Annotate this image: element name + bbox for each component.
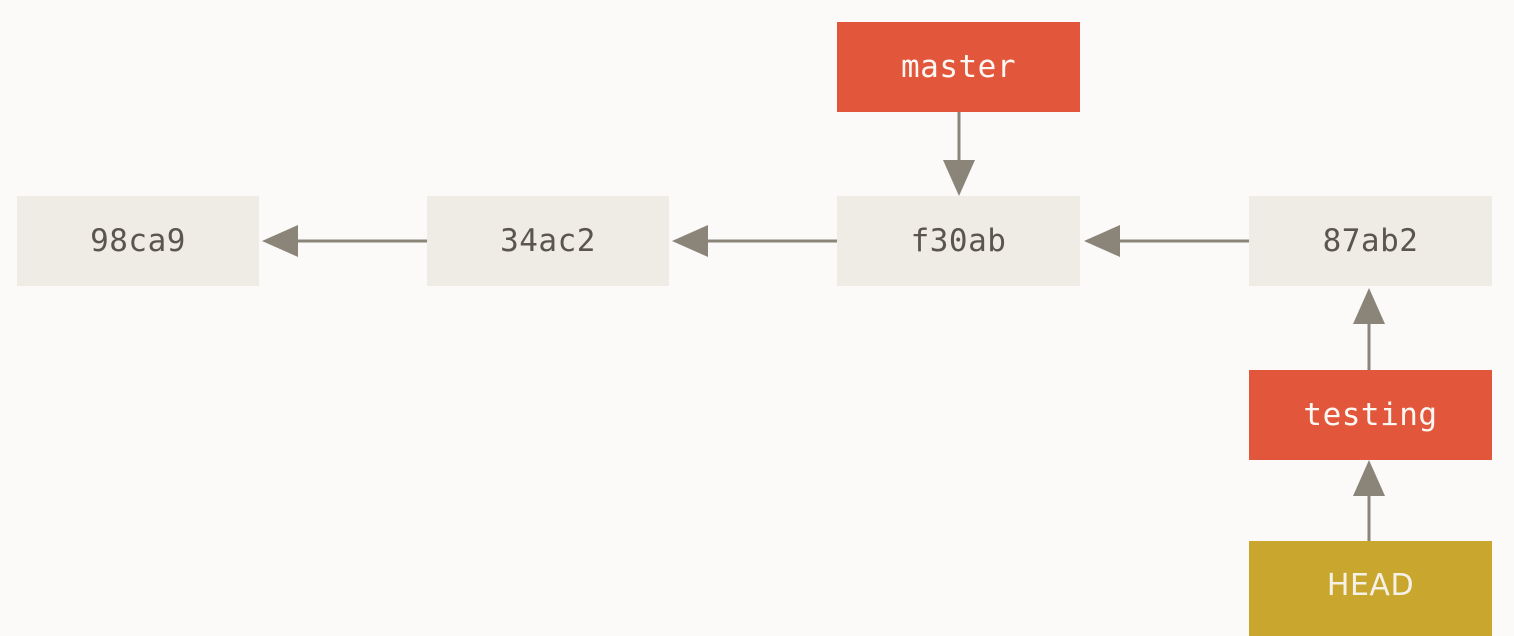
commit-node-34ac2[interactable]: 34ac2 xyxy=(427,196,669,286)
edge-testing-to-87ab2 xyxy=(1353,288,1385,370)
edge-f30ab-to-34ac2 xyxy=(672,225,837,257)
branch-label: master xyxy=(901,48,1016,85)
branch-label: testing xyxy=(1303,396,1438,433)
edge-master-to-f30ab xyxy=(943,112,975,196)
head-label: HEAD xyxy=(1326,568,1415,603)
branch-node-testing[interactable]: testing xyxy=(1249,370,1492,460)
edge-head-to-testing xyxy=(1353,460,1385,541)
commit-label: 87ab2 xyxy=(1322,222,1419,259)
commit-node-f30ab[interactable]: f30ab xyxy=(837,196,1080,286)
commit-label: 34ac2 xyxy=(500,222,596,259)
commit-label: f30ab xyxy=(910,222,1007,259)
commit-node-98ca9[interactable]: 98ca9 xyxy=(17,196,259,286)
edge-34ac2-to-98ca9 xyxy=(262,225,427,257)
head-pointer-node[interactable]: HEAD xyxy=(1249,541,1492,636)
commit-label: 98ca9 xyxy=(90,222,186,259)
commit-node-87ab2[interactable]: 87ab2 xyxy=(1249,196,1492,286)
edge-87ab2-to-f30ab xyxy=(1084,225,1249,257)
branch-node-master[interactable]: master xyxy=(837,22,1080,112)
